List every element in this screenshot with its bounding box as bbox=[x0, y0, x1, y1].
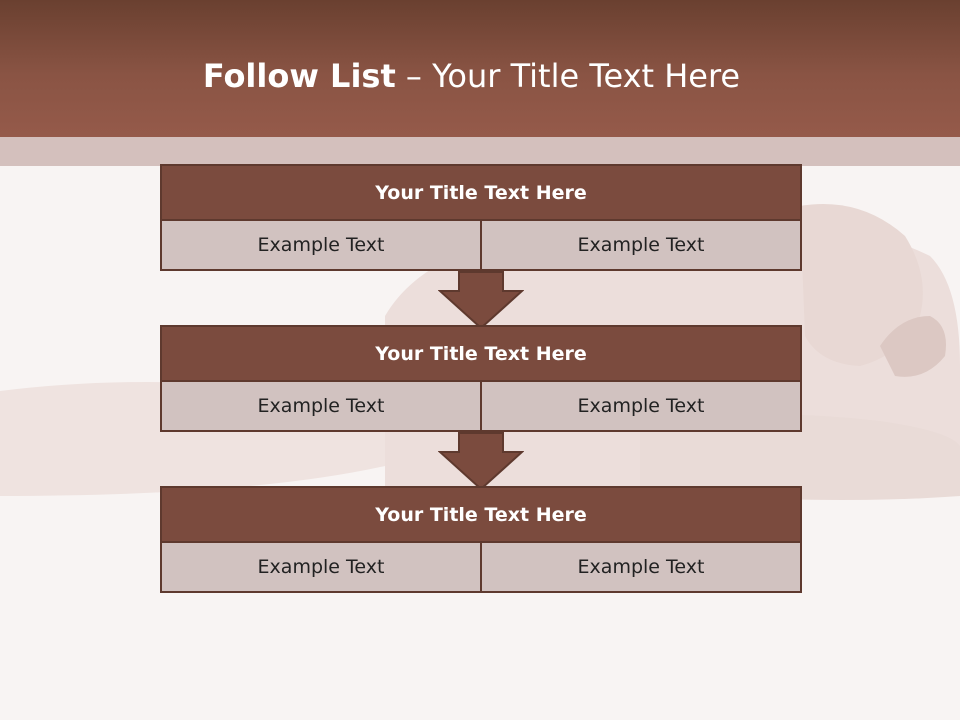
down-arrow-icon bbox=[438, 271, 524, 329]
block-cell-right: Example Text bbox=[482, 221, 802, 271]
slide-title-rest: – Your Title Text Here bbox=[395, 57, 741, 95]
list-block-1: Your Title Text Here Example Text Exampl… bbox=[160, 164, 802, 271]
block-cell-left: Example Text bbox=[160, 543, 482, 593]
down-arrow-icon bbox=[438, 432, 524, 490]
block-cell-right: Example Text bbox=[482, 382, 802, 432]
header-band bbox=[0, 137, 960, 166]
list-block-3: Your Title Text Here Example Text Exampl… bbox=[160, 486, 802, 593]
list-block-2: Your Title Text Here Example Text Exampl… bbox=[160, 325, 802, 432]
slide-title: Follow List – Your Title Text Here bbox=[0, 56, 943, 96]
block-cell-right: Example Text bbox=[482, 543, 802, 593]
block-row: Example Text Example Text bbox=[160, 221, 802, 271]
slide-title-bold: Follow List bbox=[202, 57, 396, 95]
slide-header bbox=[0, 0, 960, 137]
block-cell-left: Example Text bbox=[160, 221, 482, 271]
block-row: Example Text Example Text bbox=[160, 543, 802, 593]
block-title: Your Title Text Here bbox=[160, 325, 802, 382]
block-cell-left: Example Text bbox=[160, 382, 482, 432]
block-title: Your Title Text Here bbox=[160, 164, 802, 221]
block-title: Your Title Text Here bbox=[160, 486, 802, 543]
block-row: Example Text Example Text bbox=[160, 382, 802, 432]
